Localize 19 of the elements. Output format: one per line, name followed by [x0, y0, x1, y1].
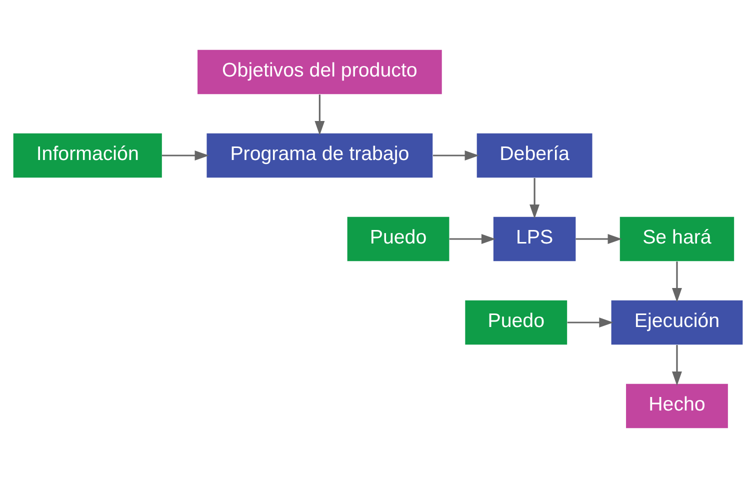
node-box: Información [13, 132, 162, 178]
node-box: Programa de trabajo [206, 132, 433, 178]
arrow [314, 94, 325, 135]
arrow [672, 261, 682, 302]
node-box: LPS [493, 216, 576, 261]
arrow [433, 150, 480, 160]
node-box: Hecho [626, 383, 728, 428]
node-box: Debería [476, 132, 592, 178]
node-box: Ejecución [611, 300, 743, 344]
node-box: Se hará [620, 216, 734, 261]
arrow [449, 234, 496, 244]
arrow [576, 234, 622, 244]
arrow [672, 344, 682, 386]
arrow [162, 150, 210, 160]
arrow [567, 317, 614, 327]
node-box: Puedo [347, 216, 450, 261]
node-box: Objetivos del producto [198, 49, 442, 94]
arrow [530, 178, 540, 218]
node-box: Puedo [465, 300, 568, 344]
